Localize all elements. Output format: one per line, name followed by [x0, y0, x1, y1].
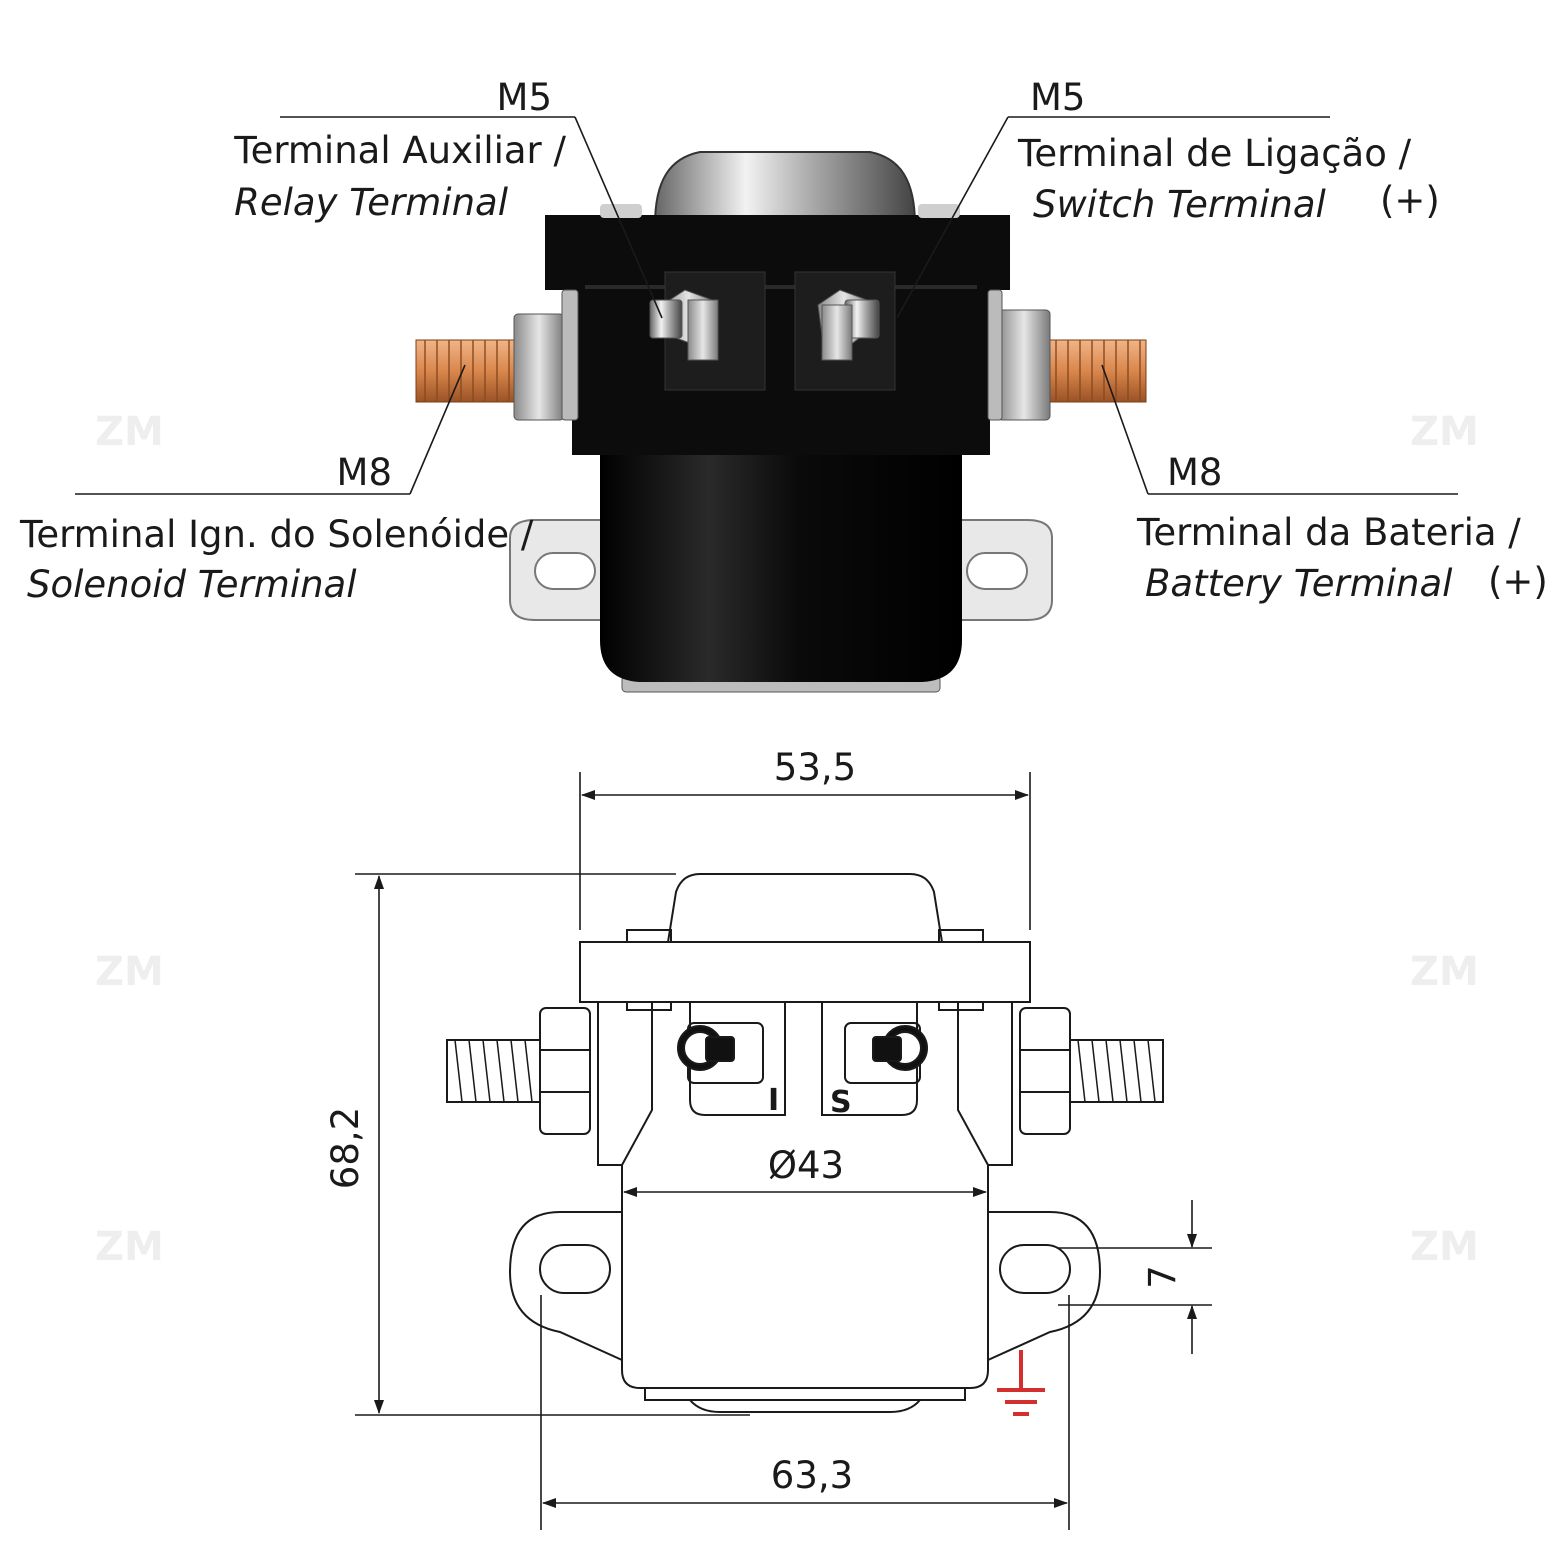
dim-height-value: 68,2 — [324, 1107, 367, 1189]
solenoid-label-en: Solenoid Terminal — [27, 563, 357, 606]
watermark-text: ZM — [95, 949, 164, 995]
relay-label-en: Relay Terminal — [234, 181, 509, 224]
callout-relay — [280, 116, 663, 319]
switch-thread: M5 — [1030, 76, 1085, 119]
technical-drawing — [446, 873, 1164, 1413]
watermark-text: ZM — [95, 1224, 164, 1270]
terminal-s-mark: S — [830, 1085, 852, 1120]
callout-solenoid — [75, 364, 466, 495]
dim-hole — [1058, 1200, 1212, 1354]
relay-label-pt: Terminal Auxiliar / — [233, 129, 566, 172]
dim-hole-value: 7 — [1141, 1265, 1184, 1289]
switch-stud — [817, 289, 880, 361]
zm-watermark: ZM ZM ZM ZM ZM ZM — [95, 409, 1479, 1270]
callout-battery — [1101, 364, 1458, 495]
dim-height — [355, 873, 750, 1416]
ground-icon — [997, 1350, 1045, 1416]
dim-width-value: 53,5 — [774, 746, 856, 789]
callout-switch — [896, 116, 1330, 319]
battery-polarity: (+) — [1488, 560, 1548, 603]
solenoid-stud — [415, 289, 579, 421]
battery-stud — [987, 289, 1147, 421]
battery-label-pt: Terminal da Bateria / — [1136, 511, 1521, 554]
switch-label-en: Switch Terminal — [1033, 183, 1327, 226]
relay-thread: M5 — [497, 76, 552, 119]
battery-thread: M8 — [1167, 451, 1222, 494]
switch-polarity: (+) — [1380, 179, 1440, 222]
solenoid-photo — [415, 151, 1147, 693]
relay-stud — [649, 289, 719, 361]
battery-label-en: Battery Terminal — [1145, 562, 1453, 605]
dim-width — [579, 772, 1031, 930]
solenoid-label-pt: Terminal Ign. do Solenóide / — [19, 513, 534, 556]
dim-base-width — [540, 1295, 1070, 1530]
switch-label-pt: Terminal de Ligação / — [1017, 132, 1412, 175]
watermark-text: ZM — [1410, 949, 1479, 995]
watermark-text: ZM — [95, 409, 164, 455]
solenoid-thread: M8 — [337, 451, 392, 494]
watermark-text: ZM — [1410, 409, 1479, 455]
dim-diameter-value: Ø43 — [768, 1144, 844, 1187]
dim-base-width-value: 63,3 — [771, 1454, 853, 1497]
terminal-i-mark: I — [768, 1083, 779, 1118]
watermark-text: ZM — [1410, 1224, 1479, 1270]
